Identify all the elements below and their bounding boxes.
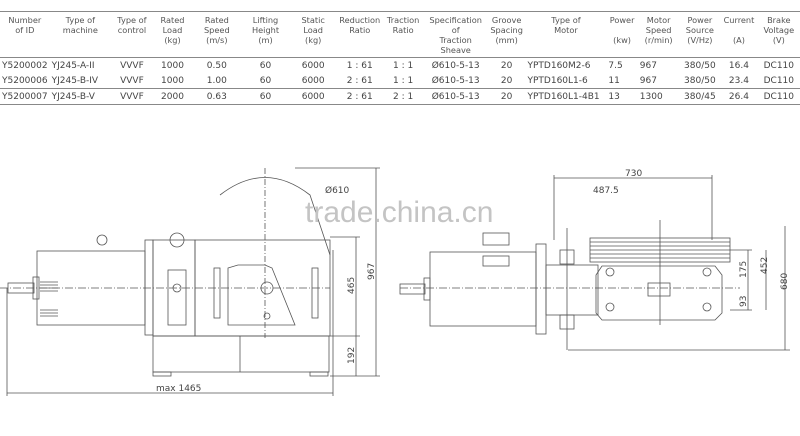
cell-lifting-height: 60 — [259, 91, 272, 102]
cell-motor: YPTD160L1-4B1 — [527, 91, 600, 102]
cell-id: Y5200002 — [2, 60, 48, 71]
cell-power: 13 — [608, 91, 620, 102]
cell-power: 7.5 — [608, 60, 623, 71]
cell-control: VVVF — [120, 91, 144, 102]
cell-static-load: 6000 — [301, 75, 325, 86]
cell-traction-ratio: 1 : 1 — [393, 75, 414, 86]
cell-groove-spacing: 20 — [500, 75, 513, 86]
cell-power-source: 380/50 — [684, 60, 716, 71]
header-power: Power(kw) — [609, 15, 635, 45]
cell-motor: YPTD160M2-6 — [527, 60, 591, 71]
cell-static-load: 6000 — [301, 60, 325, 71]
cell-traction-ratio: 2 : 1 — [393, 91, 414, 102]
cell-current: 23.4 — [728, 75, 749, 86]
cell-motor: YPTD160L1-6 — [527, 75, 588, 86]
dim-height-175: 175 — [739, 261, 749, 278]
dim-sheave-diameter: Ø610 — [325, 185, 350, 196]
front-view-drawing — [0, 167, 380, 396]
cell-groove-spacing: 20 — [500, 60, 513, 71]
dim-height-452: 452 — [760, 257, 770, 274]
cell-machine: YJ245-A-II — [51, 60, 95, 71]
cell-static-load: 6000 — [301, 91, 325, 102]
dim-height-465: 465 — [347, 277, 357, 294]
cell-motor-speed: 1300 — [639, 91, 663, 102]
dim-height-967: 967 — [367, 263, 377, 280]
cell-id: Y5200006 — [2, 75, 48, 86]
cell-brake-voltage: DC110 — [763, 75, 795, 86]
cell-power-source: 380/45 — [684, 91, 716, 102]
dim-height-680: 680 — [780, 273, 790, 290]
cell-control: VVVF — [120, 60, 144, 71]
cell-lifting-height: 60 — [259, 60, 272, 71]
dim-max-length: max 1465 — [156, 384, 201, 394]
cell-machine: YJ245-B-IV — [51, 75, 99, 86]
side-view-drawing — [399, 175, 790, 351]
dim-height-93: 93 — [739, 296, 749, 307]
cell-current: 26.4 — [728, 91, 749, 102]
table-row: Y5200002 YJ245-A-II VVVF 1000 0.50 60 60… — [0, 58, 800, 74]
cell-rated-load: 2000 — [161, 91, 184, 102]
cell-reduction-ratio: 2 : 61 — [346, 75, 373, 86]
dim-width-487: 487.5 — [593, 186, 619, 196]
cell-rated-speed: 1.00 — [206, 75, 227, 86]
cell-current: 16.4 — [728, 60, 749, 71]
cell-reduction-ratio: 1 : 61 — [346, 60, 373, 71]
cell-id: Y5200007 — [2, 91, 48, 102]
cell-rated-speed: 0.63 — [206, 91, 227, 102]
cell-rated-load: 1000 — [161, 75, 184, 86]
cell-motor-speed: 967 — [639, 75, 657, 86]
cell-rated-load: 1000 — [161, 60, 184, 71]
cell-power: 11 — [608, 75, 620, 86]
table-row: Y5200007 YJ245-B-V VVVF 2000 0.63 60 600… — [0, 88, 800, 105]
table-row: Y5200006 YJ245-B-IV VVVF 1000 1.00 60 60… — [0, 73, 800, 89]
technical-drawing: Ø610 465 967 192 max 1465 730 487.5 175 — [0, 167, 790, 396]
cell-traction-sheave: Ø610-5-13 — [431, 60, 480, 71]
cell-control: VVVF — [120, 75, 144, 86]
watermark: trade.china.cn — [305, 196, 494, 229]
cell-machine: YJ245-B-V — [51, 91, 95, 102]
cell-traction-ratio: 1 : 1 — [393, 60, 414, 71]
dim-height-192: 192 — [347, 347, 357, 364]
cell-rated-speed: 0.50 — [206, 60, 227, 71]
cell-groove-spacing: 20 — [500, 91, 513, 102]
cell-reduction-ratio: 2 : 61 — [346, 91, 373, 102]
cell-brake-voltage: DC110 — [763, 60, 795, 71]
cell-traction-sheave: Ø610-5-13 — [431, 91, 480, 102]
cell-power-source: 380/50 — [684, 75, 716, 86]
cell-lifting-height: 60 — [259, 75, 272, 86]
dim-width-730: 730 — [625, 169, 642, 179]
cell-motor-speed: 967 — [639, 60, 657, 71]
cell-brake-voltage: DC110 — [763, 91, 795, 102]
header-current: Current(A) — [723, 15, 755, 45]
cell-traction-sheave: Ø610-5-13 — [431, 75, 480, 86]
